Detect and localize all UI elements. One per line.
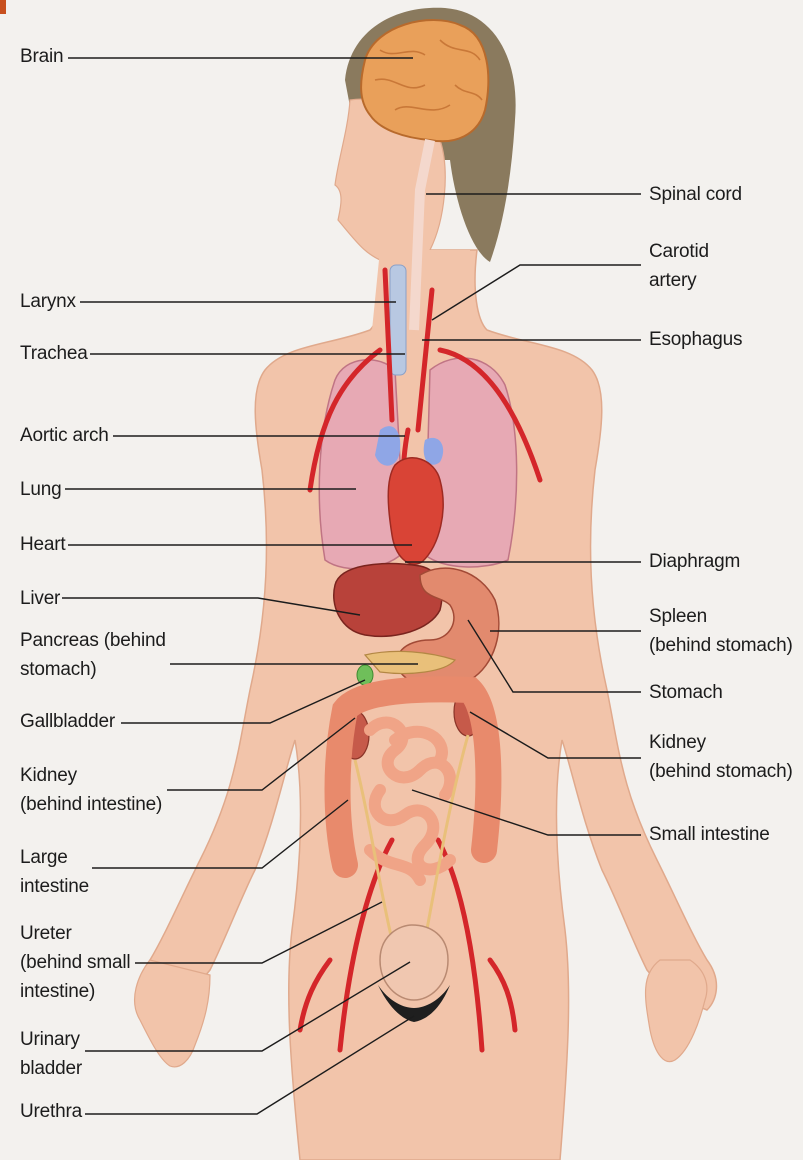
label-line: Lung [20,475,61,504]
label-line: Urinary [20,1025,82,1054]
label-line: Carotid [649,237,709,266]
label-line: Trachea [20,339,88,368]
label-line: (behind small [20,948,130,977]
label-line: Aortic arch [20,421,109,450]
label-line: Ureter [20,919,130,948]
label-line: Liver [20,584,60,613]
label-urinary-bladder: Urinarybladder [20,1025,82,1083]
label-line: intestine) [20,977,130,1006]
label-line: artery [649,266,709,295]
label-line: Large [20,843,89,872]
right-hand [646,960,707,1062]
urinary-bladder-organ [380,925,448,1000]
label-line: Kidney [20,761,162,790]
label-pancreas: Pancreas (behindstomach) [20,626,166,684]
label-carotid-artery: Carotidartery [649,237,709,295]
label-kidney-left: Kidney(behind intestine) [20,761,162,819]
label-lung: Lung [20,475,61,504]
label-ureter: Ureter(behind smallintestine) [20,919,130,1006]
label-liver: Liver [20,584,60,613]
label-larynx: Larynx [20,287,76,316]
label-line: Small intestine [649,820,770,849]
label-line: intestine [20,872,89,901]
label-spinal-cord: Spinal cord [649,180,742,209]
label-line: bladder [20,1054,82,1083]
label-line: stomach) [20,655,166,684]
label-aortic-arch: Aortic arch [20,421,109,450]
label-line: Stomach [649,678,723,707]
label-heart: Heart [20,530,65,559]
label-line: (behind stomach) [649,631,793,660]
label-line: Spleen [649,602,793,631]
label-line: Spinal cord [649,180,742,209]
label-large-intestine: Largeintestine [20,843,89,901]
label-urethra: Urethra [20,1097,82,1126]
label-gallbladder: Gallbladder [20,707,115,736]
label-line: Kidney [649,728,793,757]
label-trachea: Trachea [20,339,88,368]
label-small-intestine: Small intestine [649,820,770,849]
label-line: Larynx [20,287,76,316]
label-line: (behind stomach) [649,757,793,786]
label-line: Pancreas (behind [20,626,166,655]
brain-organ [361,20,488,141]
label-spleen: Spleen(behind stomach) [649,602,793,660]
label-brain: Brain [20,42,63,71]
label-line: Brain [20,42,63,71]
trachea-organ [390,265,406,375]
label-stomach: Stomach [649,678,723,707]
label-line: Diaphragm [649,547,740,576]
label-line: Esophagus [649,325,742,354]
label-line: Urethra [20,1097,82,1126]
label-line: Gallbladder [20,707,115,736]
label-kidney-right: Kidney(behind stomach) [649,728,793,786]
label-line: Heart [20,530,65,559]
body-silhouette [141,250,717,1160]
label-line: (behind intestine) [20,790,162,819]
label-diaphragm: Diaphragm [649,547,740,576]
label-esophagus: Esophagus [649,325,742,354]
